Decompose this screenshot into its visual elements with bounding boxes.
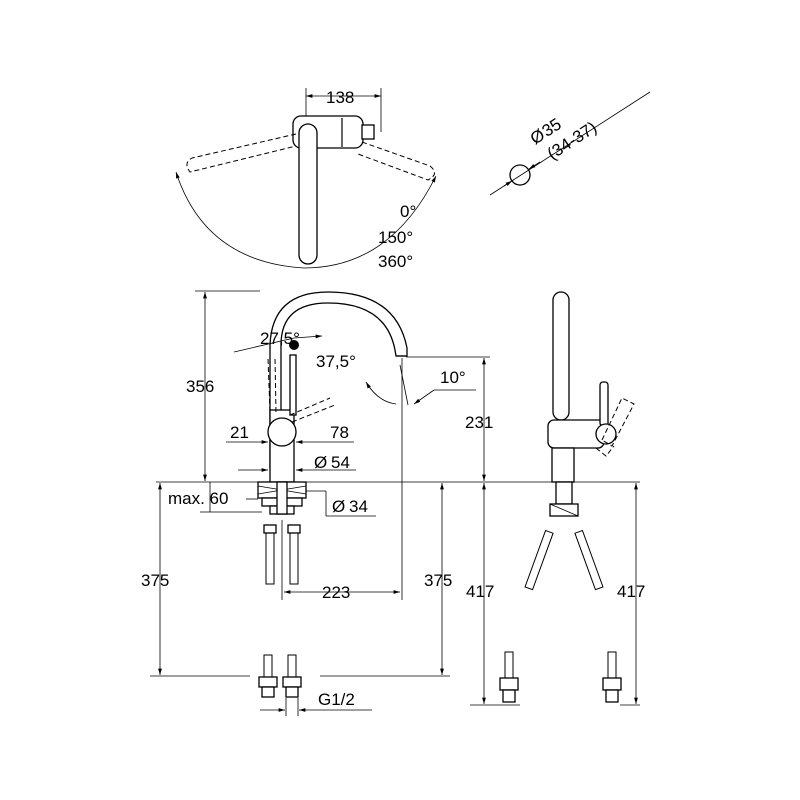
dim-label-21: 21 <box>230 423 249 442</box>
side-hose-right <box>574 529 604 591</box>
connector-hot-thread <box>285 686 299 698</box>
side-lever-swing <box>601 397 635 447</box>
angle-label-360: 360° <box>378 252 413 271</box>
dim-label-223: 223 <box>322 583 350 602</box>
connector-hot-nut <box>282 676 302 688</box>
dim-label-375-right: 375 <box>424 571 452 590</box>
dim-label-78: 78 <box>330 423 349 442</box>
dim-label-max-60: max. 60 <box>168 489 228 508</box>
connector-cold-hose <box>263 654 273 678</box>
hose-fitting <box>263 524 277 534</box>
hose-hot <box>289 531 299 585</box>
angle-arc <box>365 381 397 405</box>
side-connector-hose <box>607 651 617 679</box>
shank <box>276 481 288 515</box>
lever-position-dashed <box>267 357 277 413</box>
spout-angle-line <box>399 364 409 406</box>
connector-hot-hose <box>287 654 297 678</box>
hose-cold <box>265 531 275 585</box>
pipe-arrow <box>503 180 513 187</box>
side-spout <box>552 291 570 421</box>
dim-label-34: 34 <box>349 497 368 516</box>
dim-label-54: 54 <box>331 453 350 472</box>
side-connector-nut <box>602 677 622 691</box>
angle-label-150: 150° <box>378 228 413 247</box>
dim-symbol-34: Ø <box>332 497 345 516</box>
dim-label-417-side: 417 <box>617 582 645 601</box>
side-lever <box>599 381 609 427</box>
side-lever-pivot <box>595 423 617 445</box>
angle-arrow <box>413 389 435 405</box>
side-base <box>551 447 575 483</box>
dim-label-138: 138 <box>326 88 354 107</box>
side-connector-thread <box>502 689 516 703</box>
hose-fitting <box>287 524 301 534</box>
angle-label-37-5: 37,5° <box>316 352 356 371</box>
dim-label-375-left: 375 <box>141 571 169 590</box>
angle-label-10: 10° <box>440 368 466 387</box>
lever-swing-left <box>186 133 297 173</box>
cartridge-cap <box>267 417 297 447</box>
side-view: 417 <box>499 291 645 706</box>
pipe-diameter-detail: Ø 35 (34-37) <box>489 91 651 196</box>
connector-cold-nut <box>258 676 278 688</box>
lever-pivot <box>289 340 299 350</box>
side-connector-thread <box>605 689 619 703</box>
side-connector-nut <box>499 677 519 691</box>
side-shank <box>555 481 573 505</box>
side-connector-hose <box>504 651 514 679</box>
pipe-circle <box>509 164 531 186</box>
dim-symbol-54: Ø <box>314 453 327 472</box>
side-lever-dashed-end <box>595 445 615 457</box>
rotation-arc <box>175 171 437 269</box>
side-hose-left <box>524 529 554 591</box>
front-view: 356 27,5° 37,5° 10° 231 21 78 <box>141 290 640 716</box>
pipe-dim-line <box>489 91 651 196</box>
dim-label-231: 231 <box>465 413 493 432</box>
lever-stub <box>361 124 375 140</box>
hose-connectors <box>258 654 302 698</box>
dim-label-g12: G1/2 <box>318 690 355 709</box>
connector-cold-thread <box>261 686 275 698</box>
pipe-arrow <box>528 161 541 170</box>
lever <box>289 354 297 416</box>
lever-swing-right <box>357 141 435 181</box>
dim-label-356: 356 <box>186 377 214 396</box>
angle-line <box>233 337 295 353</box>
angle-line <box>293 334 323 339</box>
lever-swing-dashed <box>289 397 336 423</box>
spout-top-view <box>298 123 318 265</box>
hatch <box>549 503 579 517</box>
angle-label-0: 0° <box>400 202 416 221</box>
top-view: 138 0° 150° 360° <box>175 88 437 271</box>
dim-label-417: 417 <box>466 582 494 601</box>
angle-label-27-5: 27,5° <box>260 329 300 348</box>
